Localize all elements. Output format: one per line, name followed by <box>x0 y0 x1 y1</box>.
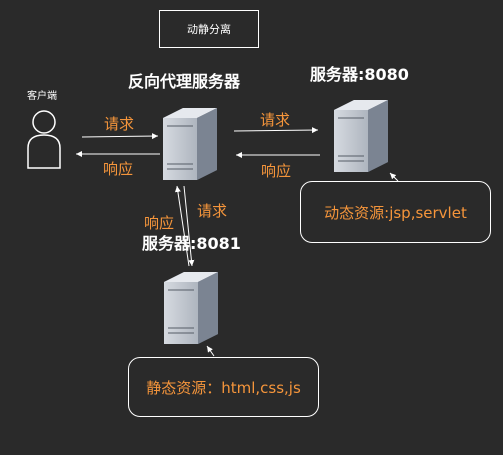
proxy-server-icon <box>163 108 217 180</box>
arrow-proxy-to-dynamic <box>233 127 319 134</box>
edge-label-client-response: 响应 <box>103 160 134 178</box>
edge-label-static-response: 响应 <box>144 214 175 232</box>
static-resource-note: 静态资源：html,css,js <box>128 357 319 417</box>
edge-label-dynamic-response: 响应 <box>261 162 292 180</box>
client-person-icon <box>27 110 61 169</box>
title-box: 动静分离 <box>159 10 259 48</box>
static-resource-text: 静态资源：html,css,js <box>146 378 301 397</box>
static-server-label: 服务器:8081 <box>142 234 241 253</box>
dynamic-server-label: 服务器:8080 <box>310 65 409 84</box>
diagram-title: 动静分离 <box>187 23 231 36</box>
dynamic-server-icon <box>334 100 388 172</box>
dynamic-resource-note: 动态资源:jsp,servlet <box>300 181 491 243</box>
arrow-static-to-proxy <box>174 185 190 267</box>
static-server-icon <box>164 272 218 344</box>
dynamic-resource-text: 动态资源:jsp,servlet <box>324 203 467 222</box>
edge-label-static-request: 请求 <box>197 202 228 220</box>
arrow-proxy-to-static <box>183 185 195 267</box>
arrow-client-to-proxy <box>81 133 159 140</box>
edge-label-client-request: 请求 <box>104 115 135 133</box>
edge-label-dynamic-request: 请求 <box>260 111 291 129</box>
pointer-static-resource <box>206 345 215 357</box>
client-label: 客户端 <box>27 91 57 102</box>
pointer-dynamic-resource <box>389 172 399 182</box>
proxy-server-label: 反向代理服务器 <box>128 72 241 91</box>
